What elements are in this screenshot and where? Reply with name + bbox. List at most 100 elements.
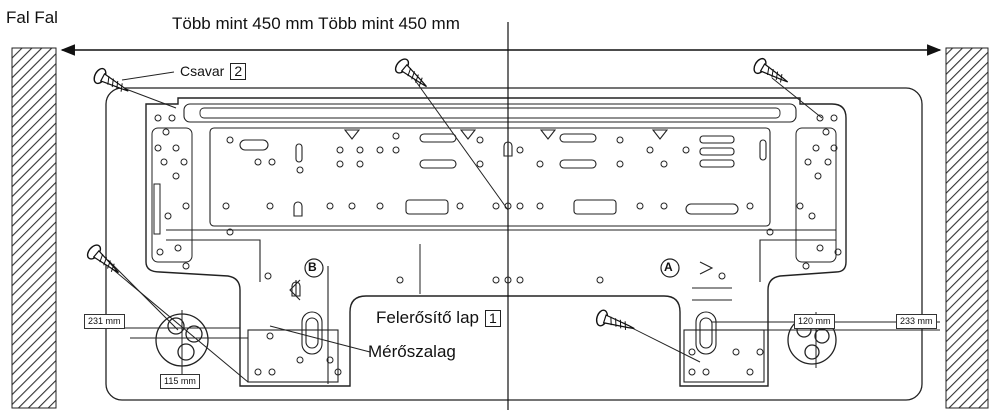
left-pipe-area (247, 266, 339, 384)
plate-hole (336, 160, 344, 168)
plate-hole (660, 202, 668, 210)
plate-hole (268, 368, 276, 376)
plate-hole (536, 202, 544, 210)
screws (86, 57, 789, 330)
plate-hole (326, 202, 334, 210)
plate-hole (356, 146, 364, 154)
plate-hole (264, 272, 272, 280)
plate-hole (682, 146, 690, 154)
plate-hole (476, 136, 484, 144)
plate-hole (808, 212, 816, 220)
plate-hole (162, 128, 170, 136)
left-pipe-height-label: 115 mm (160, 374, 200, 389)
plate-hole (226, 136, 234, 144)
plate-hole (702, 368, 710, 376)
screw-icon (595, 309, 635, 330)
plate-hole (814, 172, 822, 180)
plate-hole (296, 166, 304, 174)
keyhole-slot (503, 141, 513, 157)
plate-hole (222, 202, 230, 210)
marker-b-circle (304, 258, 324, 278)
plate-hole (156, 248, 164, 256)
hanger-tab (539, 129, 557, 140)
plate-hole (154, 144, 162, 152)
marker-b-label: B (308, 260, 317, 274)
plate-hole (334, 368, 342, 376)
marker-a-circle (660, 258, 680, 278)
plate-callout-text: Felerősítő lap (376, 308, 479, 327)
plate-hole (356, 160, 364, 168)
plate-hole (824, 158, 832, 166)
plate-hole (266, 202, 274, 210)
plate-callout-number: 1 (485, 310, 501, 327)
plate-hole (174, 244, 182, 252)
plate-hole (504, 202, 512, 210)
plate-hole (456, 202, 464, 210)
hanger-tab (459, 129, 477, 140)
plate-left-column (151, 127, 193, 263)
mounting-plate (145, 97, 847, 387)
screw-icon (394, 58, 427, 88)
plate-hole (254, 158, 262, 166)
plate-hole (182, 202, 190, 210)
hanger-tab (343, 129, 361, 140)
plate-hole (396, 276, 404, 284)
tape-callout: Mérőszalag (368, 342, 456, 361)
plate-hole (636, 202, 644, 210)
plate-top-rail (183, 103, 797, 123)
wall-label: Fal Fal (6, 8, 58, 27)
screw-icon (753, 57, 789, 83)
plate-hole (646, 146, 654, 154)
plate-hole (536, 160, 544, 168)
plate-hole (296, 356, 304, 364)
plate-hole (834, 248, 842, 256)
plate-lower-rib (166, 229, 836, 282)
screw-icon (86, 244, 119, 274)
plate-left-slot (153, 183, 161, 235)
plate-hole (830, 144, 838, 152)
right-wall (945, 47, 989, 409)
plate-hole (802, 262, 810, 270)
plate-hole (172, 144, 180, 152)
plate-hole (804, 158, 812, 166)
plate-hole (732, 348, 740, 356)
plate-hole (688, 348, 696, 356)
screw-callout-text: Csavar (180, 63, 225, 79)
right-pipe-offset-label: 233 mm (896, 314, 937, 329)
plate-hole (182, 262, 190, 270)
plate-hole (164, 212, 172, 220)
plate-hole (516, 202, 524, 210)
plate-top-rail-inner (199, 107, 781, 119)
plate-hole (660, 160, 668, 168)
plate-hole (160, 158, 168, 166)
plate-hole (746, 202, 754, 210)
plate-hole (492, 276, 500, 284)
plate-hole (830, 114, 838, 122)
plate-hole (796, 202, 804, 210)
left-pipe-offset-label: 231 mm (84, 314, 125, 329)
plate-hole (376, 146, 384, 154)
plate-window (209, 127, 771, 227)
plate-hole (336, 146, 344, 154)
screw-icon (93, 67, 129, 92)
plate-hole (392, 132, 400, 140)
plate-hole (226, 228, 234, 236)
plate-hole (756, 348, 764, 356)
plate-callout: Felerősítő lap 1 (376, 308, 501, 328)
plate-hole (688, 368, 696, 376)
plate-hole (616, 160, 624, 168)
plate-hole (326, 356, 334, 364)
plate-hole (172, 172, 180, 180)
plate-hole (516, 146, 524, 154)
plate-hole (516, 276, 524, 284)
plate-hole (816, 114, 824, 122)
plate-hole (812, 144, 820, 152)
clearance-label: Több mint 450 mm Több mint 450 mm (172, 14, 460, 33)
plate-hole (376, 202, 384, 210)
marker-a-label: A (664, 260, 673, 274)
plate-hole (504, 276, 512, 284)
plate-hole (154, 114, 162, 122)
